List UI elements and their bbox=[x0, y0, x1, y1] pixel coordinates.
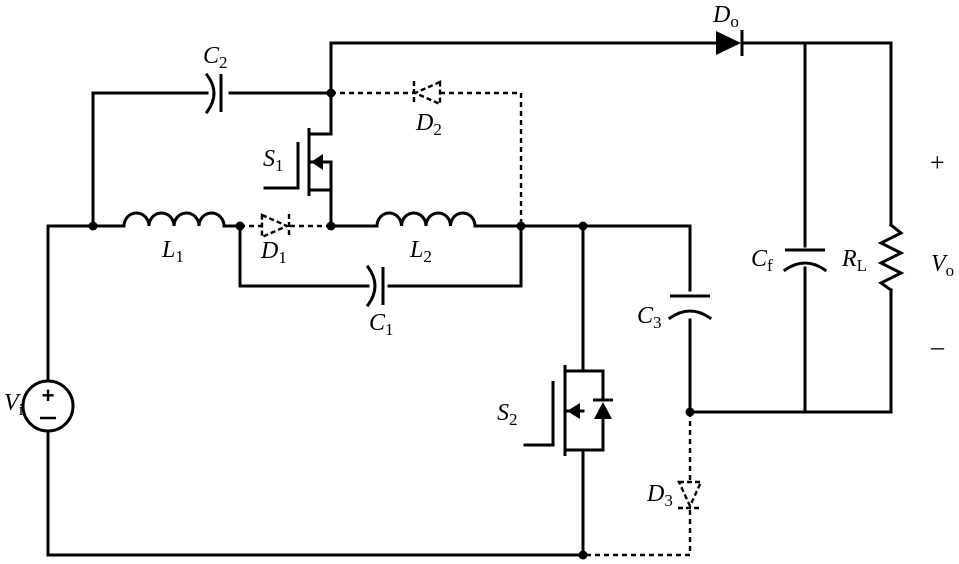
diode-do bbox=[716, 30, 744, 56]
label-d2: D2 bbox=[415, 110, 442, 139]
label-do: Do bbox=[712, 2, 739, 31]
capacitor-c1 bbox=[365, 264, 385, 308]
resistor-rl bbox=[877, 222, 905, 293]
label-cf: Cf bbox=[751, 246, 773, 275]
junction-dot bbox=[578, 550, 588, 560]
wires bbox=[46, 41, 893, 557]
junction-dot bbox=[88, 221, 98, 231]
output-plus-sign: + bbox=[930, 148, 945, 177]
output-polarity: + – bbox=[930, 148, 945, 361]
label-s2: S2 bbox=[497, 400, 518, 429]
dashed-wires bbox=[240, 91, 692, 557]
diode-d3 bbox=[677, 480, 703, 510]
inductor-l2 bbox=[375, 211, 477, 228]
output-minus-sign: – bbox=[930, 332, 945, 361]
inductor-l1 bbox=[122, 211, 226, 228]
voltage-source-vi: + bbox=[21, 379, 75, 433]
junction-dot bbox=[235, 221, 245, 231]
label-vo: Vo bbox=[931, 251, 954, 280]
junction-dot bbox=[685, 407, 695, 417]
junction-dot bbox=[326, 221, 336, 231]
component-labels: C2 Do D2 S1 L1 D1 L2 C1 C3 Cf RL Vo Vi S… bbox=[4, 2, 954, 510]
label-d3: D3 bbox=[646, 481, 673, 510]
source-plus-sign: + bbox=[42, 383, 55, 408]
junction-dot bbox=[578, 221, 588, 231]
capacitor-cf bbox=[782, 248, 828, 273]
capacitor-c2 bbox=[204, 72, 223, 115]
label-rl: RL bbox=[841, 246, 867, 275]
junction-dot bbox=[326, 88, 336, 98]
label-l2: L2 bbox=[409, 237, 432, 266]
label-s1: S1 bbox=[263, 146, 284, 175]
label-c2: C2 bbox=[203, 43, 228, 72]
mosfet-s1 bbox=[263, 128, 333, 196]
mosfet-s2 bbox=[523, 365, 613, 456]
label-c3: C3 bbox=[637, 303, 662, 332]
junctions bbox=[88, 88, 695, 560]
diode-d1 bbox=[260, 213, 291, 239]
capacitor-c3 bbox=[667, 294, 713, 321]
label-l1: L1 bbox=[161, 237, 184, 266]
label-vi: Vi bbox=[4, 390, 24, 419]
label-c1: C1 bbox=[369, 310, 394, 339]
diode-d2 bbox=[412, 80, 442, 106]
label-d1: D1 bbox=[260, 238, 287, 267]
junction-dot bbox=[516, 221, 526, 231]
